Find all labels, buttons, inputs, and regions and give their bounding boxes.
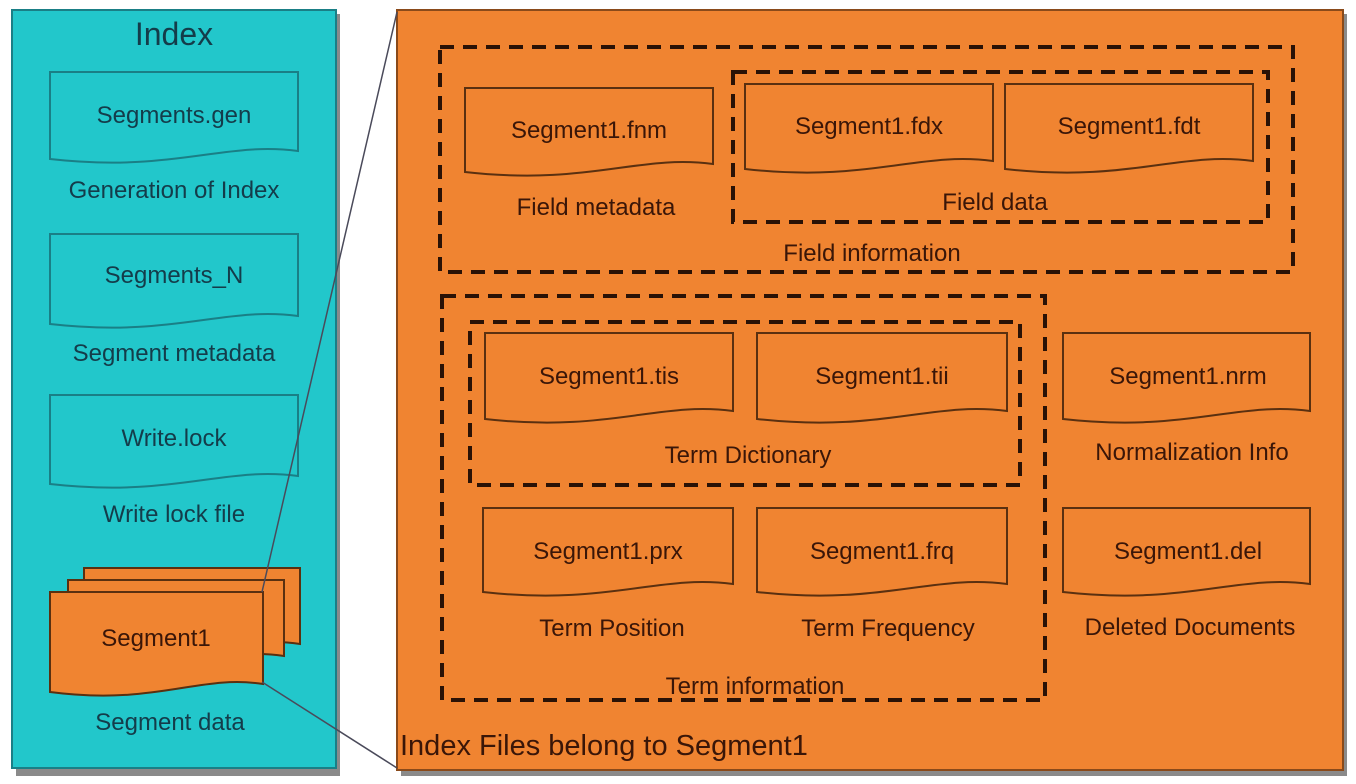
write-lock-name: Write.lock	[122, 425, 228, 452]
field-information-group	[438, 45, 1295, 274]
term-information-group	[440, 294, 1047, 702]
field-information-label: Field information	[783, 240, 960, 267]
segment1-caption: Segment data	[95, 709, 245, 736]
segment1-file-icon	[49, 591, 264, 697]
nrm-name: Segment1.nrm	[1109, 363, 1266, 390]
prx-caption: Term Position	[539, 615, 684, 642]
segment1-name: Segment1	[101, 625, 210, 652]
write-lock-caption: Write lock file	[103, 501, 245, 528]
fnm-name: Segment1.fnm	[511, 117, 667, 144]
nrm-file-icon	[1062, 332, 1311, 424]
segments-n-file-icon	[49, 233, 299, 329]
segments-gen-name: Segments.gen	[97, 102, 252, 129]
zoom-line-top	[261, 11, 398, 593]
del-caption: Deleted Documents	[1085, 614, 1296, 641]
segments-gen-caption: Generation of Index	[69, 177, 280, 204]
zoom-line-bottom	[261, 681, 398, 769]
fdt-name: Segment1.fdt	[1058, 113, 1201, 140]
fnm-caption: Field metadata	[517, 194, 676, 221]
del-name: Segment1.del	[1114, 538, 1262, 565]
term-dictionary-label: Term Dictionary	[665, 442, 832, 469]
fdx-file-icon	[744, 83, 994, 174]
fdx-name: Segment1.fdx	[795, 113, 943, 140]
del-file-icon	[1062, 507, 1311, 597]
fdt-file-icon	[1004, 83, 1254, 174]
field-data-label: Field data	[942, 189, 1048, 216]
prx-name: Segment1.prx	[533, 538, 682, 565]
frq-name: Segment1.frq	[810, 538, 954, 565]
frq-file-icon	[756, 507, 1008, 597]
segments-gen-file-icon	[49, 71, 299, 164]
term-dictionary-group	[468, 320, 1022, 487]
field-data-group	[731, 70, 1270, 224]
term-information-label: Term information	[666, 673, 845, 700]
frq-caption: Term Frequency	[801, 615, 974, 642]
tis-file-icon	[484, 332, 734, 424]
segment-panel-title: Index Files belong to Segment1	[400, 730, 808, 762]
nrm-caption: Normalization Info	[1095, 439, 1288, 466]
fnm-file-icon	[464, 87, 714, 177]
tii-file-icon	[756, 332, 1008, 424]
prx-file-icon	[482, 507, 734, 597]
index-title: Index	[135, 16, 213, 52]
segments-n-caption: Segment metadata	[73, 340, 276, 367]
segments-n-name: Segments_N	[105, 262, 244, 289]
tis-name: Segment1.tis	[539, 363, 679, 390]
tii-name: Segment1.tii	[815, 363, 948, 390]
